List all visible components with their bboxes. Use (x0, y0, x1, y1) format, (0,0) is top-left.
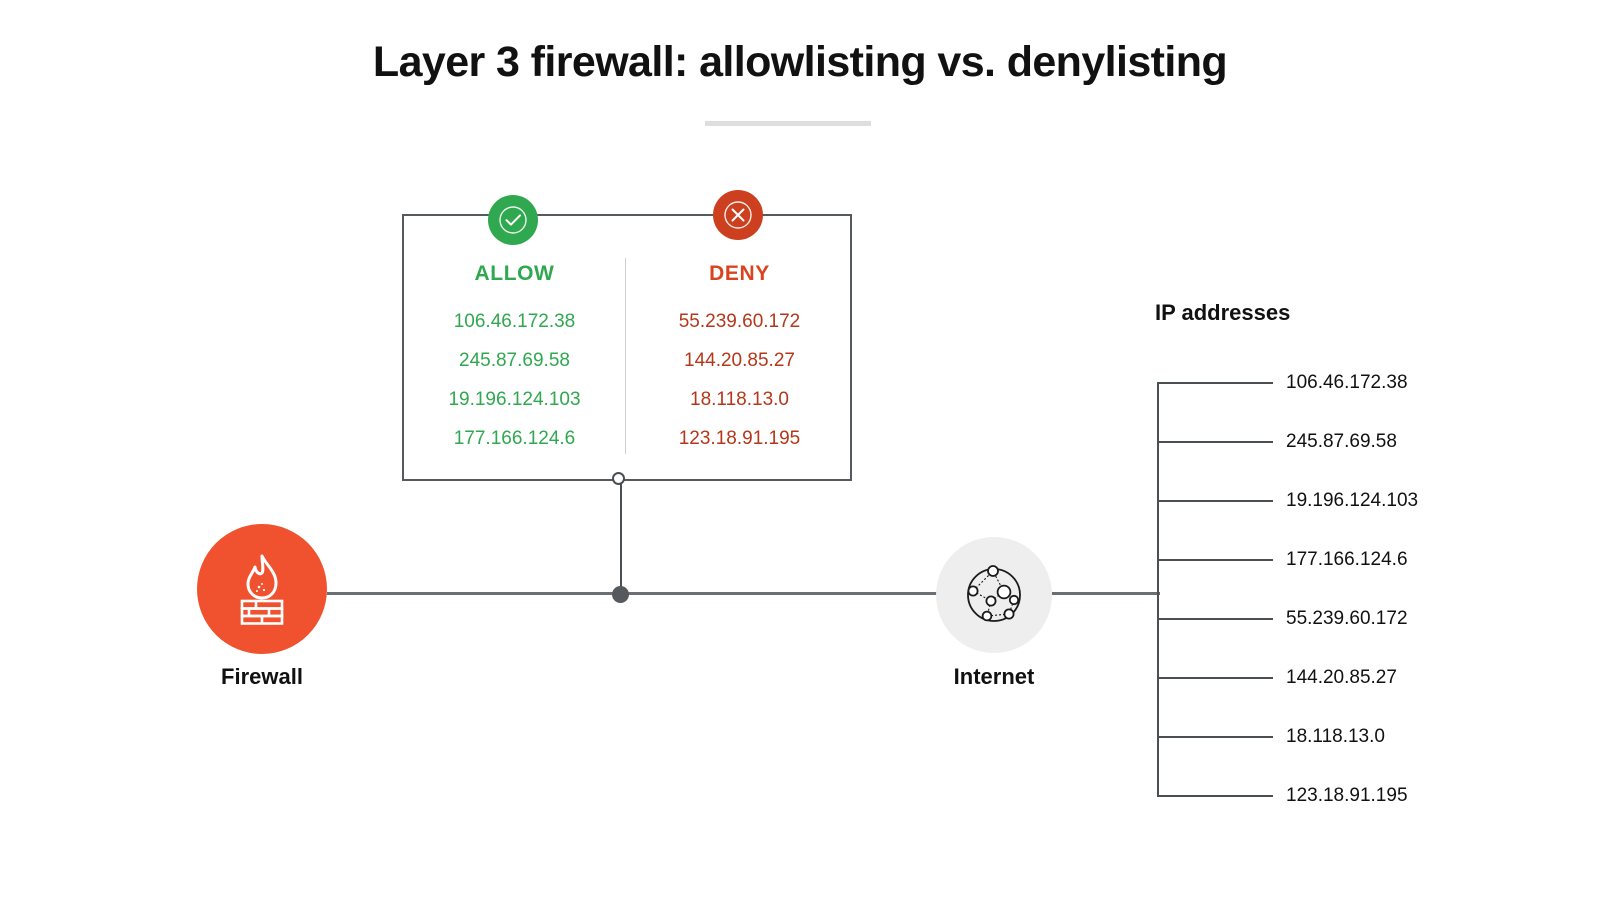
ip-bracket-spine (1157, 382, 1159, 797)
ip-list-item: 106.46.172.38 (1286, 372, 1408, 393)
ip-list-item: 19.196.124.103 (1286, 490, 1419, 511)
ip-addresses-title: IP addresses (1155, 300, 1291, 325)
ip-bracket-branch (1157, 618, 1273, 620)
ip-bracket-branch (1157, 677, 1273, 679)
panel-trunk-connector-line (620, 481, 622, 594)
connector-node-filled (612, 586, 629, 603)
internet-node-label: Internet (953, 664, 1035, 689)
firewall-node[interactable] (197, 524, 327, 654)
internet-node[interactable] (936, 537, 1052, 653)
page-title: Layer 3 firewall: allowlisting vs. denyl… (372, 38, 1228, 86)
allow-ip-item: 245.87.69.58 (459, 350, 570, 371)
firewall-rules-panel (402, 214, 852, 481)
firewall-flame-brick-icon (240, 554, 284, 625)
allow-ip-item: 106.46.172.38 (453, 311, 576, 332)
ip-bracket-branch (1157, 559, 1273, 561)
x-circle-icon (713, 190, 763, 240)
deny-heading: DENY (709, 262, 770, 285)
deny-ip-item: 18.118.13.0 (690, 389, 789, 410)
allow-column: ALLOW 106.46.172.38 245.87.69.58 19.196.… (402, 214, 627, 481)
rules-column-divider (625, 258, 626, 454)
deny-ip-item: 55.239.60.172 (678, 311, 801, 332)
allow-ip-item: 177.166.124.6 (453, 428, 576, 449)
ip-list-item: 55.239.60.172 (1286, 608, 1408, 629)
ip-bracket-branch (1157, 795, 1273, 797)
ip-bracket-branch (1157, 500, 1273, 502)
firewall-internet-trunk-line (327, 592, 937, 595)
deny-ip-item: 144.20.85.27 (684, 350, 795, 371)
firewall-node-label: Firewall (221, 664, 303, 689)
rules-columns: ALLOW 106.46.172.38 245.87.69.58 19.196.… (402, 214, 852, 481)
ip-bracket-branch (1157, 382, 1273, 384)
title-divider (705, 121, 871, 126)
allow-heading: ALLOW (474, 262, 555, 285)
ip-bracket-branch (1157, 736, 1273, 738)
ip-list-item: 144.20.85.27 (1286, 667, 1397, 688)
ip-list-item: 245.87.69.58 (1286, 431, 1397, 452)
internet-bracket-connector-line (1052, 592, 1160, 595)
connector-node-hollow (612, 472, 625, 485)
ip-list-item: 123.18.91.195 (1286, 785, 1408, 806)
check-circle-icon (488, 195, 538, 245)
deny-column: DENY 55.239.60.172 144.20.85.27 18.118.1… (627, 214, 852, 481)
allow-ip-item: 19.196.124.103 (448, 389, 581, 410)
internet-network-globe-icon (967, 565, 1021, 622)
ip-list-item: 18.118.13.0 (1286, 726, 1385, 747)
ip-bracket-branch (1157, 441, 1273, 443)
ip-list-item: 177.166.124.6 (1286, 549, 1408, 570)
deny-ip-item: 123.18.91.195 (678, 428, 801, 449)
